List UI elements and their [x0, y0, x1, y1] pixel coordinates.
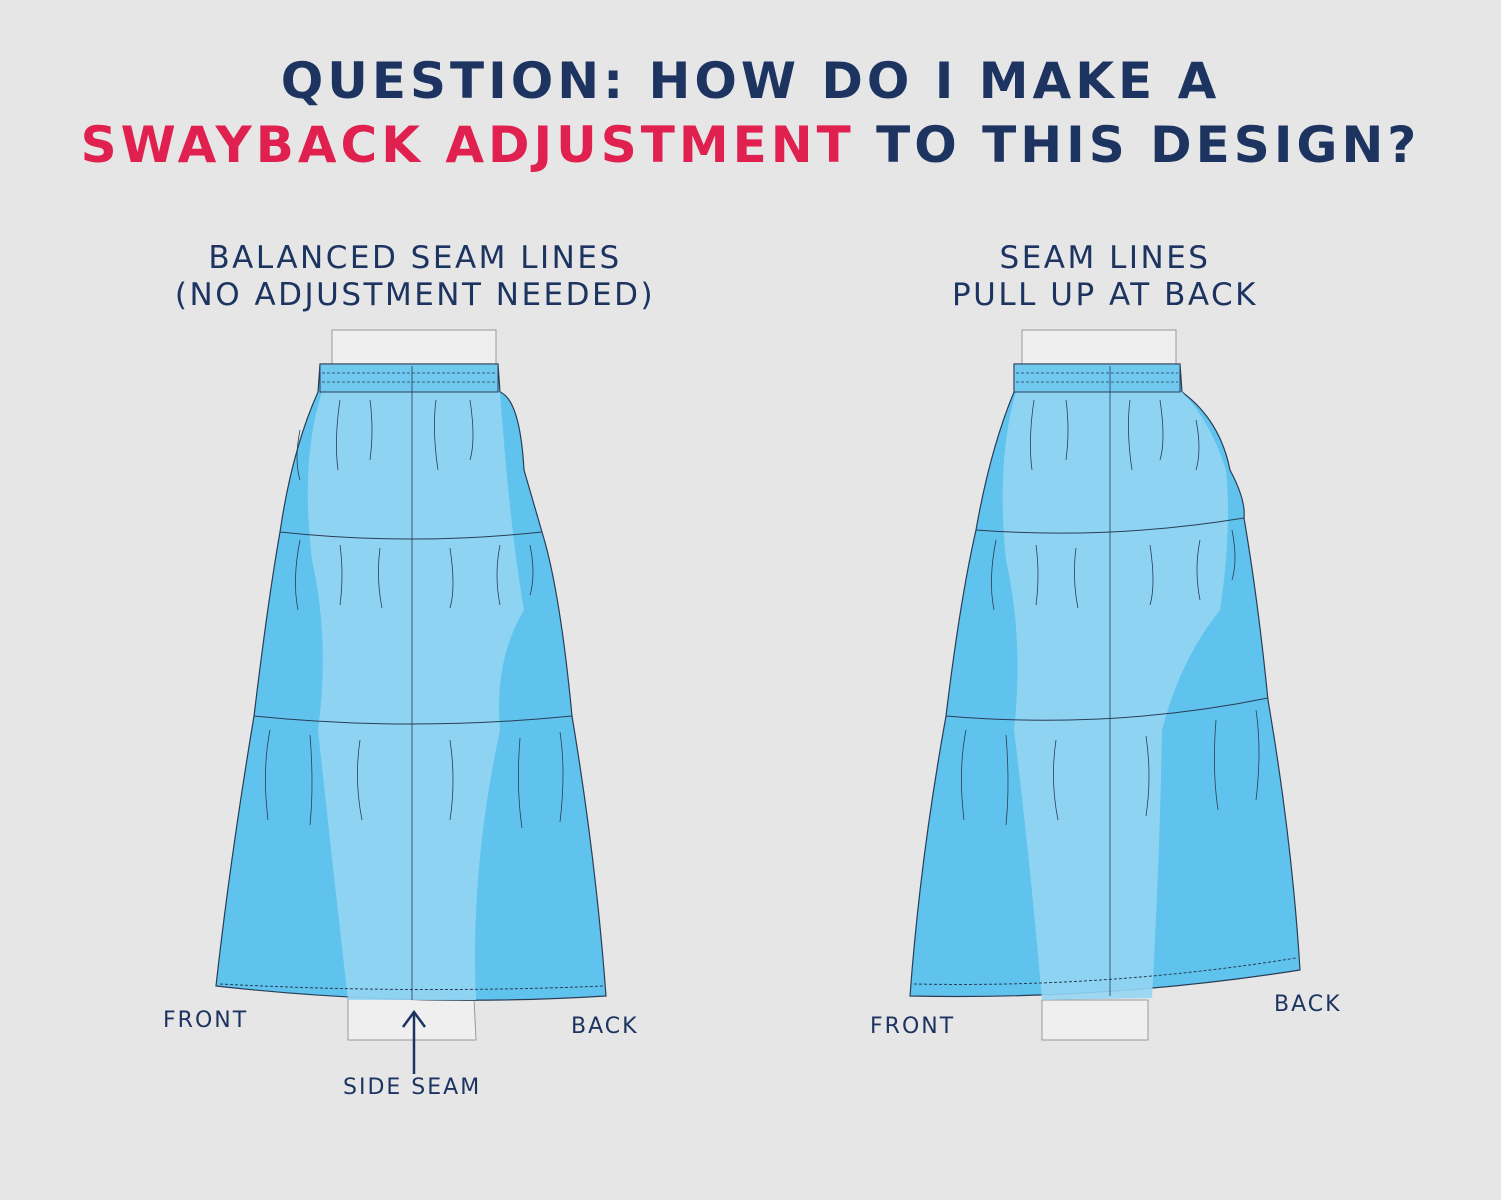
- right-skirt-figure: [909, 329, 1301, 1041]
- title-line-2: SWAYBACK ADJUSTMENT TO THIS DESIGN?: [0, 114, 1501, 176]
- left-tier-seam-1: [279, 531, 543, 540]
- left-tier-seam-2: [253, 715, 573, 725]
- side-seam-arrow: [401, 1009, 427, 1074]
- title-rest: TO THIS DESIGN?: [854, 116, 1421, 174]
- right-heading-line-1: SEAM LINES: [999, 240, 1211, 276]
- title-highlight: SWAYBACK ADJUSTMENT: [80, 116, 855, 174]
- right-gathers: [961, 399, 1260, 826]
- left-hem-stitch: [219, 983, 605, 991]
- left-gathers: [265, 399, 564, 829]
- left-label-back: BACK: [571, 1014, 639, 1039]
- left-waistband: [319, 363, 499, 393]
- right-hem-stitch: [913, 957, 1297, 985]
- right-label-back: BACK: [1274, 992, 1342, 1017]
- left-label-side-seam: SIDE SEAM: [343, 1075, 482, 1100]
- left-body-legs: [347, 997, 477, 1041]
- right-waistband: [1013, 363, 1181, 393]
- left-skirt-figure: [215, 329, 607, 1074]
- left-heading: BALANCED SEAM LINES(NO ADJUSTMENT NEEDED…: [95, 240, 735, 314]
- left-heading-line-1: BALANCED SEAM LINES: [208, 240, 622, 276]
- right-body-overlay: [1002, 392, 1228, 1000]
- title-line-1: QUESTION: HOW DO I MAKE A: [280, 52, 1221, 110]
- right-body-legs: [1041, 999, 1149, 1041]
- right-label-front: FRONT: [870, 1014, 956, 1039]
- right-body-torso: [1021, 329, 1177, 367]
- right-heading-line-2: PULL UP AT BACK: [951, 277, 1258, 313]
- left-label-front: FRONT: [163, 1008, 249, 1033]
- right-tier-seam-2: [945, 697, 1269, 721]
- left-heading-line-2: (NO ADJUSTMENT NEEDED): [174, 277, 656, 313]
- left-body-torso: [331, 329, 497, 367]
- left-body-overlay: [307, 392, 524, 1000]
